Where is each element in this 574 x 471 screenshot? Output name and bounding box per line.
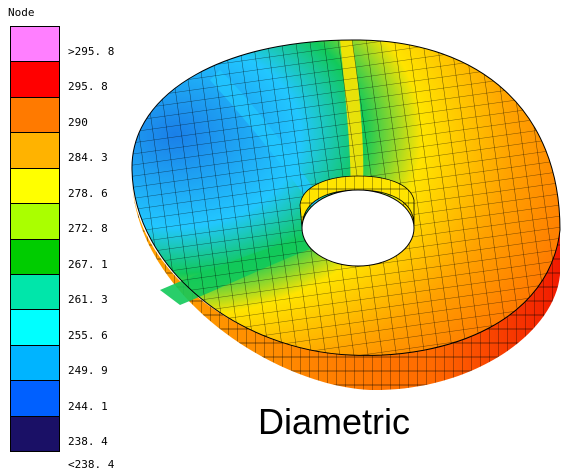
legend-label: <238. 4 <box>68 458 115 471</box>
legend-swatch <box>11 168 59 205</box>
legend-swatch <box>11 345 59 382</box>
legend-label: 272. 8 <box>68 222 108 236</box>
legend-label: 238. 4 <box>68 435 108 449</box>
color-legend-bar <box>10 26 60 452</box>
legend-label: 290 <box>68 115 88 129</box>
legend-label: 249. 9 <box>68 364 108 378</box>
legend-label: 295. 8 <box>68 80 108 94</box>
caption-diametric: Diametric <box>258 401 411 442</box>
legend-swatch <box>11 62 59 98</box>
legend-swatch <box>11 204 59 240</box>
legend-label: >295. 8 <box>68 44 115 58</box>
legend-swatch <box>11 381 59 417</box>
temperature-contour-disc <box>131 39 561 391</box>
legend-swatch <box>11 27 59 63</box>
legend-label: 255. 6 <box>68 328 108 342</box>
legend-title: Node <box>8 6 35 19</box>
legend-label: 267. 1 <box>68 257 108 271</box>
legend-label: 244. 1 <box>68 399 108 413</box>
legend-label: 284. 3 <box>68 151 108 165</box>
legend-swatch <box>11 310 59 346</box>
legend-swatch <box>11 97 59 134</box>
legend-swatch <box>11 274 59 311</box>
legend-label: 261. 3 <box>68 293 108 307</box>
legend-label: 278. 6 <box>68 186 108 200</box>
legend-swatch <box>11 239 59 275</box>
legend-swatch <box>11 133 59 169</box>
disc-center-hole <box>301 189 415 267</box>
legend-swatch <box>11 416 59 452</box>
